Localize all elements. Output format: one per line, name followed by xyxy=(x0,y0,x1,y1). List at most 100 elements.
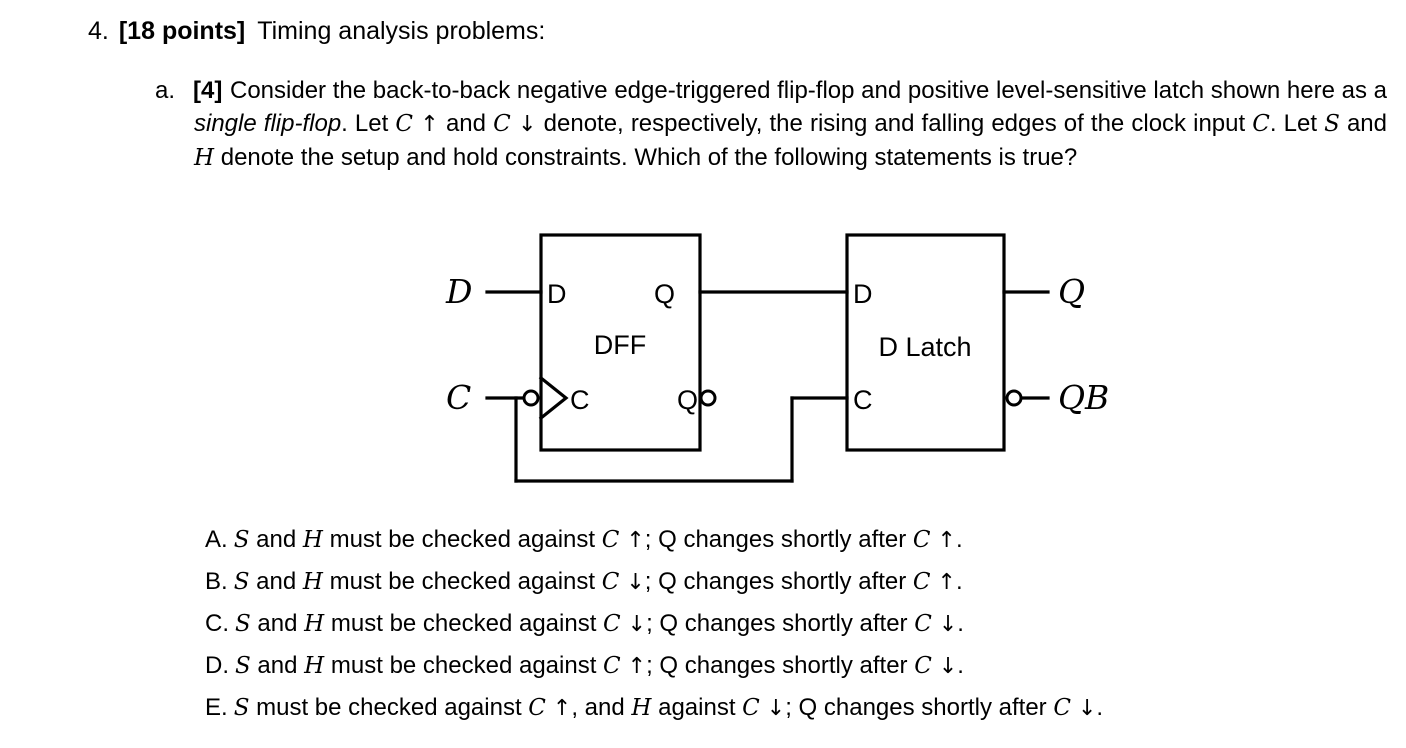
part-a-seg-6: C xyxy=(493,111,511,137)
option-b-p2: H xyxy=(302,569,323,595)
latch-title: D Latch xyxy=(878,332,971,362)
option-b-p5: ↓ xyxy=(619,570,645,595)
dff-qb-inversion-bubble xyxy=(699,389,717,407)
option-b-p3: must be checked against xyxy=(322,568,602,595)
option-c-p4: C xyxy=(603,611,621,637)
latch-box xyxy=(845,233,1006,452)
latch-pin-c-label: C xyxy=(853,385,873,415)
option-b-p6: ; Q changes shortly after xyxy=(644,568,913,595)
part-a-seg-7: ↓ xyxy=(510,112,537,137)
option-d-p4: C xyxy=(603,653,621,679)
part-a-seg-13: H xyxy=(194,145,215,171)
option-c-p5: ↓ xyxy=(620,612,647,637)
option-a-p1: and xyxy=(249,526,303,553)
option-a-p3: must be checked against xyxy=(322,526,602,553)
option-b-p4: C xyxy=(601,569,620,595)
option-e-p5: H xyxy=(631,695,652,721)
option-e-p0: S xyxy=(233,695,250,721)
part-a-seg-3: C xyxy=(395,111,413,137)
option-b-letter: B. xyxy=(205,568,228,595)
option-a-p8: ↑ xyxy=(930,528,956,553)
part-a-seg-10: . Let xyxy=(1269,110,1325,137)
option-a-letter: A. xyxy=(205,526,228,553)
part-a-seg-2: . Let xyxy=(341,110,396,137)
dff-clock-inversion-bubble xyxy=(522,389,540,407)
option-e-p11: ↓ xyxy=(1070,696,1097,721)
option-d-p5: ↑ xyxy=(620,654,647,679)
option-b-p7: C xyxy=(912,569,931,595)
part-a-seg-1: single flip-flop xyxy=(194,110,342,137)
label-qb-output: QB xyxy=(1058,378,1109,417)
option-c-p2: H xyxy=(304,611,325,637)
option-e-p2: C xyxy=(528,695,546,721)
option-d[interactable]: D.S and H must be checked against C ↑; Q… xyxy=(205,645,1395,687)
dff-pin-c-label: C xyxy=(570,385,590,415)
latch-pin-d-label: D xyxy=(853,279,873,309)
option-c-p1: and xyxy=(250,610,305,637)
dff-title: DFF xyxy=(594,330,646,360)
option-a-p5: ↑ xyxy=(619,528,645,553)
option-b[interactable]: B.S and H must be checked against C ↓; Q… xyxy=(205,561,1395,603)
option-a-p0: S xyxy=(233,527,250,553)
part-a-text: Consider the back-to-back negative edge-… xyxy=(194,74,1387,175)
dff-box xyxy=(539,233,702,452)
option-e-letter: E. xyxy=(205,694,228,721)
option-e-p1: must be checked against xyxy=(249,694,529,721)
part-a-seg-9: C xyxy=(1252,111,1270,137)
option-c-p3: must be checked against xyxy=(324,610,604,637)
part-a-label: a. xyxy=(155,77,176,104)
latch-qb-inversion-bubble xyxy=(1005,389,1023,407)
option-e-p12: . xyxy=(1096,694,1104,721)
option-a-p4: C xyxy=(601,527,620,553)
problem-points: [18 points] xyxy=(118,17,246,45)
option-d-p7: C xyxy=(914,653,932,679)
option-c[interactable]: C.S and H must be checked against C ↓; Q… xyxy=(205,603,1395,645)
option-e-p9: ; Q changes shortly after xyxy=(785,694,1054,721)
part-a-block: a. [4] Consider the back-to-back negativ… xyxy=(155,74,1387,175)
option-d-letter: D. xyxy=(205,652,229,679)
option-a-p2: H xyxy=(302,527,323,553)
option-e-p10: C xyxy=(1053,695,1071,721)
part-a-seg-8: denote, respectively, the rising and fal… xyxy=(536,110,1253,137)
option-a-p6: ; Q changes shortly after xyxy=(644,526,913,553)
part-a-seg-12: and xyxy=(1339,110,1387,137)
option-c-letter: C. xyxy=(205,610,229,637)
option-b-p9: . xyxy=(955,568,963,595)
option-c-p8: ↓ xyxy=(931,612,958,637)
part-a-seg-4: ↑ xyxy=(413,112,439,137)
part-a-seg-11: S xyxy=(1324,111,1340,137)
dff-pin-d-label: D xyxy=(547,279,567,309)
option-d-p2: H xyxy=(304,653,325,679)
problem-number: 4. xyxy=(88,17,109,45)
option-d-p3: must be checked against xyxy=(324,652,604,679)
option-e-p6: against xyxy=(651,694,743,721)
option-c-p9: . xyxy=(957,610,964,637)
option-c-p0: S xyxy=(235,611,251,637)
option-e-p4: , and xyxy=(571,694,632,721)
option-b-p8: ↑ xyxy=(930,570,956,595)
label-c-input: C xyxy=(446,378,471,417)
option-c-p6: ; Q changes shortly after xyxy=(646,610,915,637)
option-d-p0: S xyxy=(235,653,251,679)
option-d-p6: ; Q changes shortly after xyxy=(646,652,915,679)
dff-pin-qb-label: Q xyxy=(677,385,698,415)
problem-heading: 4. [18 points] Timing analysis problems: xyxy=(88,14,545,48)
option-d-p8: ↓ xyxy=(931,654,958,679)
option-e[interactable]: E.S must be checked against C ↑, and H a… xyxy=(205,687,1395,729)
option-e-p8: ↓ xyxy=(759,696,786,721)
option-c-p7: C xyxy=(914,611,932,637)
option-a-p7: C xyxy=(912,527,931,553)
option-e-p3: ↑ xyxy=(545,696,572,721)
label-q-output: Q xyxy=(1058,272,1085,311)
problem-title: Timing analysis problems: xyxy=(257,17,546,45)
part-a-seg-5: and xyxy=(438,110,494,137)
option-a[interactable]: A.S and H must be checked against C ↑; Q… xyxy=(205,519,1395,561)
part-a-seg-0: Consider the back-to-back negative edge-… xyxy=(230,77,1387,104)
part-a-points: [4] xyxy=(193,77,223,104)
option-a-p9: . xyxy=(955,526,963,553)
label-d-input: D xyxy=(445,272,472,311)
option-d-p9: . xyxy=(957,652,964,679)
part-a-seg-14: denote the setup and hold constraints. W… xyxy=(214,144,1078,171)
option-b-p1: and xyxy=(249,568,303,595)
